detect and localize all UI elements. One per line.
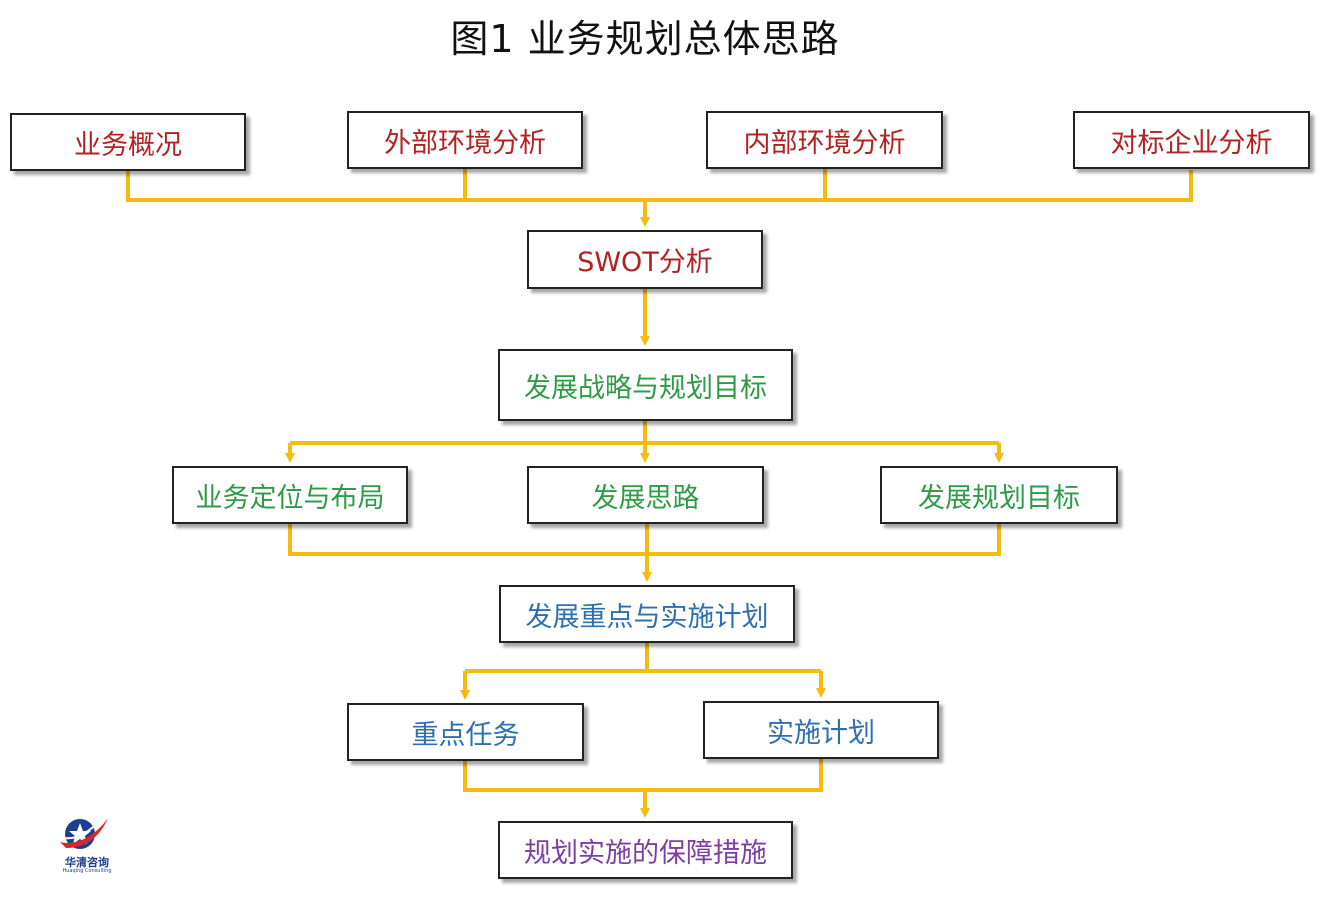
connector-level1-bus	[126, 170, 1193, 202]
diagram-title: 图1 业务规划总体思路	[450, 17, 840, 61]
box-business-positioning: 业务定位与布局	[172, 466, 408, 524]
box-swot-analysis: SWOT分析	[527, 230, 763, 289]
box-internal-environment: 内部环境分析	[706, 111, 943, 169]
box-development-ideas: 发展思路	[527, 466, 764, 524]
box-benchmark-analysis: 对标企业分析	[1073, 111, 1310, 169]
company-logo: 华清咨询 Huaqing Consulting	[52, 812, 122, 876]
connector-level3-bottom-bus	[288, 523, 1001, 556]
box-implementation-plan: 实施计划	[703, 701, 939, 759]
box-business-overview: 业务概况	[10, 113, 246, 171]
box-key-tasks: 重点任务	[347, 703, 584, 761]
box-development-goals: 发展规划目标	[880, 466, 1118, 524]
box-safeguard-measures: 规划实施的保障措施	[498, 821, 793, 879]
connector-level5-bottom-bus	[463, 758, 823, 792]
box-key-points-plan: 发展重点与实施计划	[499, 585, 795, 643]
box-external-environment: 外部环境分析	[347, 111, 583, 169]
logo-company-name: 华清咨询	[65, 856, 109, 869]
star-swoosh-logo-icon	[60, 815, 108, 849]
logo-company-subtitle: Huaqing Consulting	[62, 868, 112, 874]
box-strategy-goals: 发展战略与规划目标	[498, 349, 793, 421]
